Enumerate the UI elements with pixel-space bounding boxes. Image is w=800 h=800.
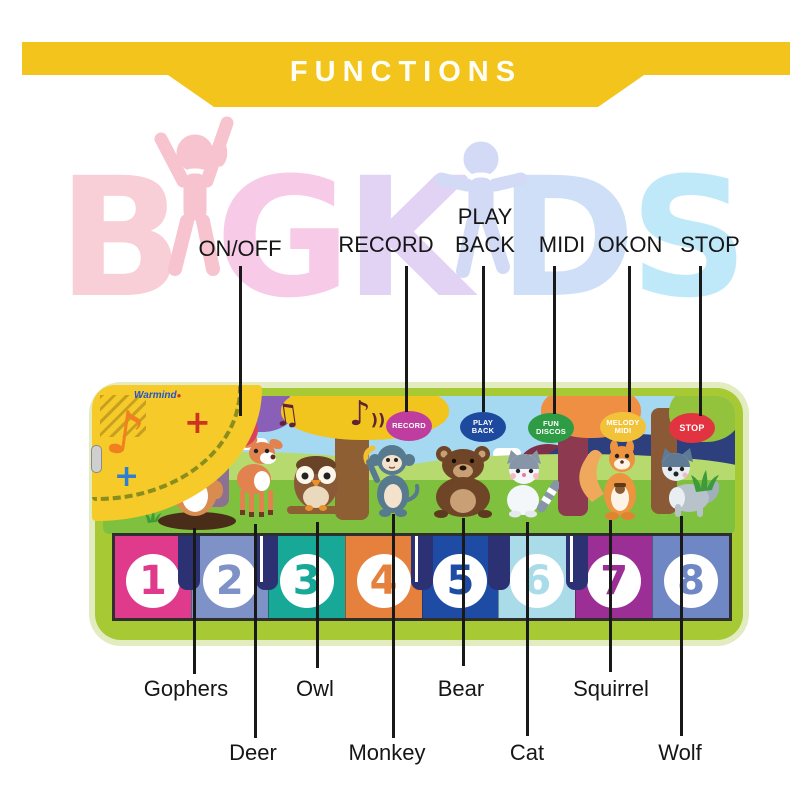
stop-button: STOP — [669, 413, 715, 443]
piano-key-7: 7 — [575, 536, 653, 618]
callout-label-play: PLAY — [457, 204, 513, 229]
brand-watermark: B G K — [8, 116, 792, 334]
callout-label-deer: Deer — [229, 740, 277, 765]
music-note-icon: ♫ — [270, 396, 303, 435]
callout-label-monkey: Monkey — [348, 740, 426, 765]
callout-label-back: BACK — [455, 232, 515, 257]
callout-line-wolf — [680, 516, 683, 736]
girl-silhouette-icon — [147, 101, 243, 296]
squirrel-figure — [576, 440, 642, 525]
callout-line-owl — [316, 522, 319, 668]
piano-key-3: 3 — [267, 536, 345, 618]
key-number: 3 — [279, 554, 334, 608]
key-number: 1 — [125, 554, 180, 608]
callout-label-cat: Cat — [509, 740, 545, 765]
play-back-button: PLAY BACK — [460, 412, 506, 442]
callout-label-record: RECORD — [338, 232, 434, 257]
piano-keyboard: 1 2 3 4 5 6 7 8 — [112, 533, 732, 621]
grass-tuft — [145, 510, 165, 528]
callout-label-midi: MIDI — [538, 232, 586, 257]
bear-figure — [426, 444, 500, 523]
key-number: 2 — [202, 554, 257, 608]
key-number: 8 — [664, 554, 719, 608]
callout-line-stop — [699, 266, 702, 416]
callout-line-gophers — [193, 528, 196, 674]
callout-label-gophers: Gophers — [143, 676, 229, 701]
music-note-icon: ♪)) — [349, 396, 386, 434]
callout-label-stop: STOP — [680, 232, 740, 257]
key-number: 5 — [433, 554, 488, 608]
grass-tuft — [691, 470, 725, 497]
callout-line-deer — [254, 524, 257, 738]
cloud — [493, 448, 521, 459]
black-key — [566, 536, 588, 590]
black-key — [411, 536, 433, 590]
callout-line-record — [405, 266, 408, 412]
fun-discos-button: FUN DISCOS — [528, 413, 574, 443]
black-key — [488, 536, 510, 590]
piano-key-8: 8 — [652, 536, 729, 618]
functions-banner: FUNCTIONS — [22, 42, 790, 107]
callout-line-okon — [628, 266, 631, 412]
speaker-grille-icon — [100, 395, 146, 437]
callout-label-okon: OKON — [597, 232, 663, 257]
banner-title: FUNCTIONS — [289, 56, 523, 88]
key-number: 6 — [510, 554, 565, 608]
owl-figure — [287, 452, 345, 521]
callout-line-playback — [482, 266, 485, 412]
callout-line-squirrel — [609, 520, 612, 672]
switch-capsule — [91, 445, 102, 473]
watermark-letter: B — [57, 141, 184, 334]
callout-label-squirrel: Squirrel — [573, 676, 649, 701]
key-number: 7 — [587, 554, 642, 608]
callout-label-wolf: Wolf — [658, 740, 702, 765]
callout-label-bear: Bear — [437, 676, 485, 701]
black-key — [256, 536, 278, 590]
callout-label-onoff: ON/OFF — [198, 236, 282, 261]
mat-logo: Warmind● — [134, 390, 182, 401]
black-key — [178, 536, 200, 590]
record-button: RECORD — [386, 411, 432, 441]
melody-midi-button: MELODY MIDI — [600, 412, 646, 442]
callout-label-owl: Owl — [296, 676, 334, 701]
cat-figure — [495, 450, 561, 523]
callout-line-monkey — [392, 514, 395, 738]
monkey-figure — [361, 440, 425, 523]
plus-icon: + — [184, 403, 211, 441]
callout-line-onoff — [239, 266, 242, 416]
key-number: 4 — [356, 554, 411, 608]
piano-key-5: 5 — [421, 536, 499, 618]
piano-key-4: 4 — [344, 536, 422, 618]
callout-line-cat — [526, 522, 529, 736]
callout-line-bear — [462, 518, 465, 666]
piano-mat: ♫ ♪)) RECORD PLAY BACK FUN DISCOS ME — [91, 385, 743, 640]
gopher-hole — [158, 512, 236, 530]
callout-line-midi — [553, 266, 556, 414]
plus-icon: + — [114, 459, 140, 494]
